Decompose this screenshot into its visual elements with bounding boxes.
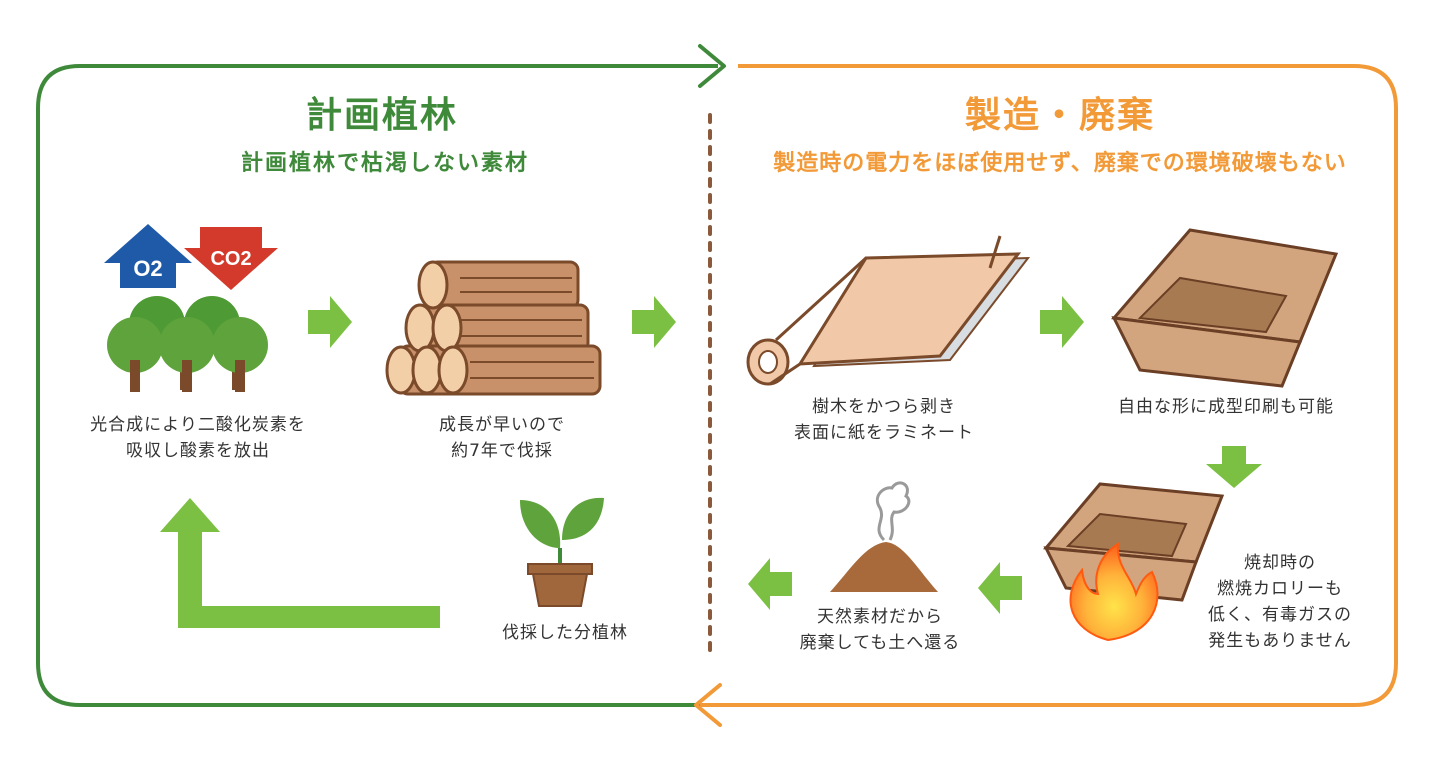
arrow-right-icon: [308, 296, 352, 348]
caption-line: 天然素材だから: [817, 607, 943, 627]
caption-photosynthesis: 光合成により二酸化炭素を 吸収し酸素を放出: [48, 412, 348, 464]
caption-line: 燃焼カロリーも: [1217, 579, 1343, 599]
soil-mound-icon: [830, 481, 938, 592]
fire-icon: [1069, 542, 1159, 642]
caption-growth: 成長が早いので 約7年で伐採: [392, 412, 612, 464]
caption-line: 自由な形に成型印刷も可能: [1118, 397, 1334, 417]
caption-incineration: 焼却時の 燃焼カロリーも 低く、有毒ガスの 発生もありません: [1180, 550, 1380, 654]
return-arrow-head-icon: [160, 498, 220, 532]
caption-biodegrade: 天然素材だから 廃棄しても土へ還る: [770, 604, 990, 656]
caption-veneer: 樹木をかつら剥き 表面に紙をラミネート: [754, 394, 1014, 446]
orange-frame: [700, 64, 1398, 707]
green-frame: [36, 64, 718, 707]
caption-line: 廃棄しても土へ還る: [799, 633, 961, 653]
caption-line: 伐採した分植林: [502, 623, 628, 643]
caption-line: 焼却時の: [1244, 553, 1316, 573]
caption-line: 吸収し酸素を放出: [126, 441, 270, 461]
caption-molding: 自由な形に成型印刷も可能: [1076, 394, 1376, 420]
arrow-right-icon: [632, 296, 676, 348]
caption-line: 樹木をかつら剥き: [812, 397, 956, 417]
right-subtitle: 製造時の電力をほぼ使用せず、廃棄での環境破壊もない: [773, 151, 1347, 176]
orange-frame-arrowhead: [694, 683, 722, 727]
right-title: 製造・廃棄: [964, 95, 1155, 136]
co2-down-arrow-icon: CO2: [184, 227, 278, 290]
left-subtitle: 計画植林で枯渇しない素材: [240, 151, 529, 176]
caption-line: 成長が早いので: [439, 415, 565, 435]
arrow-left-icon: [748, 558, 792, 610]
trees-icon: [107, 296, 268, 392]
caption-line: 約7年で伐採: [451, 441, 553, 461]
caption-line: 低く、有毒ガスの: [1208, 605, 1352, 625]
burning-tray-icon: [1043, 482, 1225, 642]
caption-line: 発生もありません: [1208, 631, 1352, 651]
o2-label: O2: [133, 256, 162, 281]
arrow-right-icon: [1040, 296, 1084, 348]
logs-icon: [385, 260, 602, 396]
o2-up-arrow-icon: O2: [104, 224, 192, 288]
left-title: 計画植林: [305, 95, 458, 136]
veneer-roll-icon: [746, 235, 1031, 386]
caption-line: 表面に紙をラミネート: [794, 423, 974, 443]
co2-label: CO2: [210, 248, 251, 270]
caption-replant: 伐採した分植林: [470, 620, 660, 646]
green-frame-arrowhead: [698, 44, 726, 88]
wooden-tray-icon: [1111, 228, 1339, 388]
steam-icon: [875, 481, 911, 542]
caption-line: 光合成により二酸化炭素を: [90, 415, 306, 435]
seedling-pot-icon: [520, 497, 604, 607]
arrow-down-icon: [1206, 446, 1262, 488]
return-arrow-icon: [178, 530, 440, 628]
arrow-left-icon: [978, 562, 1022, 614]
